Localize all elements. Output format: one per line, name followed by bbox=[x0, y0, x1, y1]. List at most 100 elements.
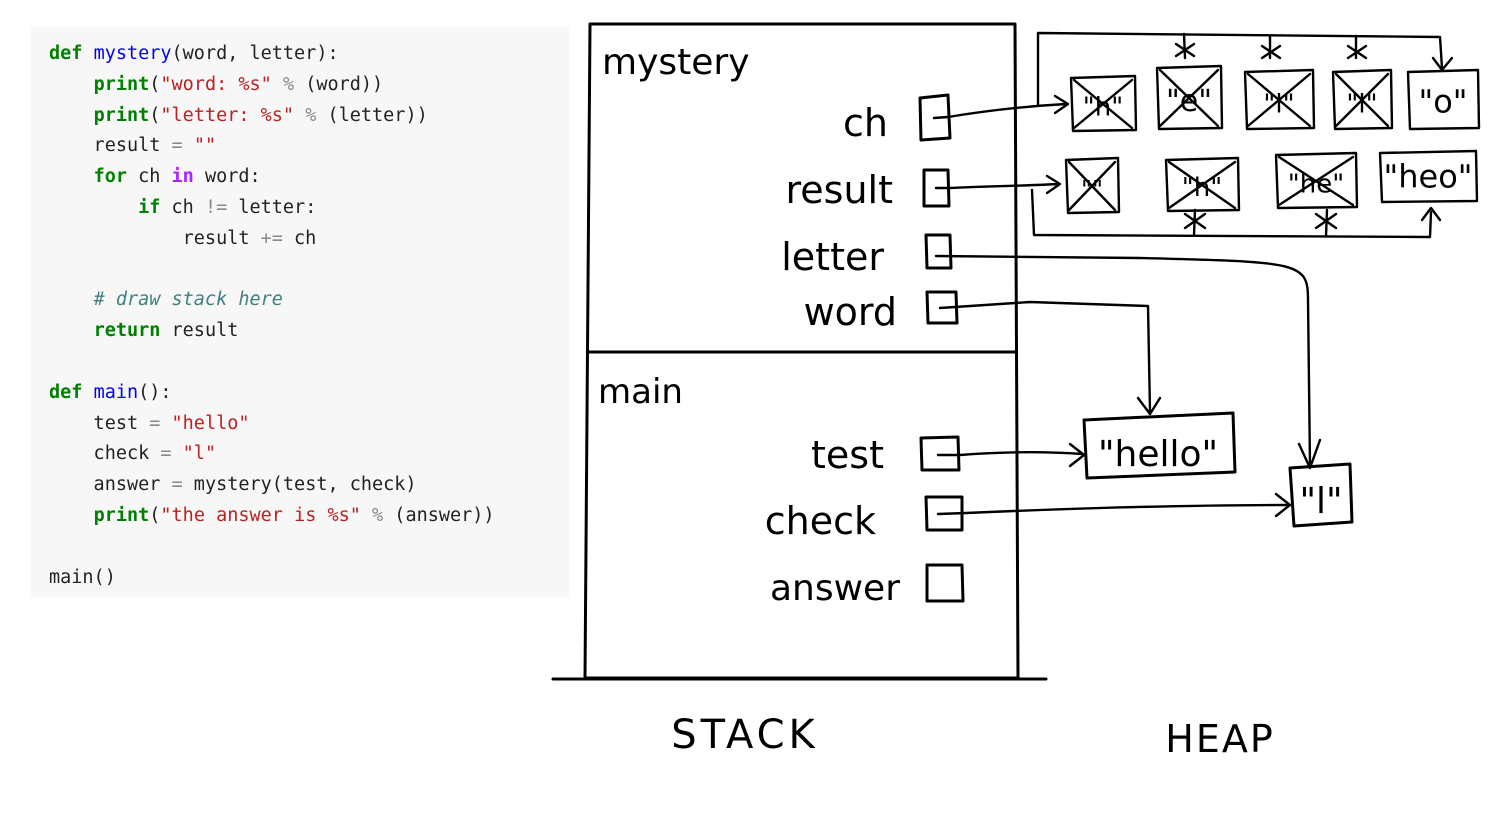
var-box-ch bbox=[918, 93, 952, 142]
result-heap-string-box bbox=[1164, 156, 1241, 213]
code-line: main() bbox=[49, 563, 116, 593]
code-token: word: bbox=[193, 166, 261, 188]
code-token: # draw stack here bbox=[93, 289, 283, 311]
result-heap-string-box bbox=[1064, 156, 1121, 215]
arrow-word bbox=[938, 300, 1152, 414]
var-box-letter bbox=[924, 233, 953, 270]
result-heap-string-value: "h" bbox=[1182, 173, 1222, 203]
heap-value-l: "l" bbox=[1299, 481, 1342, 522]
ch-value-row: "h""e""l""l""o" bbox=[1069, 64, 1481, 133]
code-line: print("word: %s" % (word)) bbox=[49, 70, 384, 100]
code-token: test bbox=[49, 412, 150, 434]
arrow-test bbox=[936, 450, 1084, 457]
ch-history-bracket bbox=[1036, 31, 1444, 106]
result-heap-string-cross-mark bbox=[1167, 160, 1237, 210]
var-box-test bbox=[919, 435, 961, 472]
arrowhead-result-heo bbox=[1420, 206, 1442, 222]
code-token: += bbox=[260, 227, 283, 249]
ch-heap-string-cross-mark bbox=[1246, 72, 1312, 128]
code-token: (word, letter): bbox=[171, 43, 339, 64]
heap-caption: HEAP bbox=[1165, 717, 1275, 761]
code-line: result += ch bbox=[49, 224, 317, 254]
arrowhead-letter bbox=[1297, 438, 1322, 470]
code-token: answer bbox=[49, 474, 172, 496]
code-token: (letter)) bbox=[316, 104, 428, 126]
ch-heap-string-box bbox=[1406, 68, 1481, 131]
result-heap-string-cross-mark bbox=[1067, 160, 1117, 212]
arrowhead-word bbox=[1136, 396, 1162, 416]
code-line: print("the answer is %s" % (answer)) bbox=[49, 501, 495, 531]
stack-frames: mystery main ch result letter word test … bbox=[551, 22, 1048, 681]
code-token: main bbox=[93, 381, 139, 403]
code-token: "the answer is %s" bbox=[160, 505, 361, 526]
var-box-result bbox=[922, 168, 951, 208]
var-label-check: check bbox=[765, 499, 876, 543]
var-label-answer: answer bbox=[770, 568, 900, 609]
heap-box-l bbox=[1288, 462, 1354, 528]
arrow-result bbox=[934, 182, 1060, 190]
var-label-ch: ch bbox=[843, 101, 888, 145]
result-history-crosses bbox=[1183, 212, 1338, 230]
code-token: print bbox=[93, 505, 150, 526]
code-token: "l" bbox=[182, 443, 217, 465]
arrowhead-check bbox=[1274, 492, 1292, 518]
ch-heap-string-cross-mark bbox=[1158, 68, 1220, 128]
result-heap-string-value: "" bbox=[1081, 175, 1103, 203]
code-token: ch bbox=[126, 166, 172, 188]
code-token: = bbox=[149, 412, 161, 434]
code-token: = bbox=[171, 474, 183, 496]
code-token: result bbox=[49, 227, 261, 249]
code-token: "letter: %s" bbox=[160, 104, 295, 126]
code-line: result = "" bbox=[49, 131, 217, 161]
ch-heap-string-value: "l" bbox=[1263, 89, 1294, 119]
heap-value-hello: "hello" bbox=[1098, 434, 1218, 475]
code-token: letter: bbox=[227, 197, 317, 218]
code-token: "word: %s" bbox=[160, 73, 272, 95]
code-token: for bbox=[93, 166, 127, 188]
pointers bbox=[932, 31, 1454, 518]
code-token: (answer)) bbox=[383, 505, 495, 526]
code-token: = bbox=[160, 443, 172, 465]
result-history-ticks bbox=[1192, 208, 1329, 238]
code-line: check = "l" bbox=[49, 439, 217, 469]
code-token: (): bbox=[138, 381, 172, 403]
var-label-test: test bbox=[811, 433, 884, 477]
frame-title-main: main bbox=[598, 372, 683, 412]
arrowhead-test bbox=[1068, 442, 1086, 468]
code-line: def main(): bbox=[49, 378, 172, 408]
code-token: ( bbox=[149, 505, 161, 526]
ch-heap-string-value: "h" bbox=[1083, 92, 1123, 122]
ch-heap-string-box bbox=[1331, 68, 1394, 131]
result-history-bracket bbox=[1030, 188, 1433, 239]
code-token: print bbox=[93, 104, 150, 126]
ch-heap-string-box bbox=[1243, 68, 1316, 131]
result-heap-string-box bbox=[1274, 151, 1359, 210]
result-value-row: """h""he""heo" bbox=[1064, 149, 1479, 215]
code-token: mystery(test, check) bbox=[182, 474, 417, 496]
code-token: ( bbox=[149, 104, 161, 126]
code-token: mystery bbox=[93, 43, 172, 64]
arrow-check bbox=[936, 503, 1290, 516]
var-box-answer bbox=[925, 563, 965, 603]
ch-history-ticks bbox=[1182, 32, 1358, 60]
ch-heap-string-box bbox=[1069, 74, 1138, 133]
ch-heap-string-value: "o" bbox=[1418, 82, 1467, 120]
arrowhead-ch bbox=[1053, 94, 1070, 115]
code-token: ch bbox=[160, 197, 205, 218]
code-token: def bbox=[49, 43, 83, 64]
code-token: % bbox=[282, 73, 295, 95]
code-line: test = "hello" bbox=[49, 409, 250, 439]
var-box-word bbox=[925, 290, 959, 325]
code-token: (word)) bbox=[294, 73, 384, 95]
var-label-result: result bbox=[785, 168, 893, 212]
code-token: return bbox=[93, 320, 161, 342]
code-line: return result bbox=[49, 316, 239, 346]
code-line: def mystery(word, letter): bbox=[49, 39, 339, 69]
heap-objects: "hello" "l" "h""e""l""l""o" """h""he""he… bbox=[1064, 64, 1481, 528]
code-token: if bbox=[138, 197, 161, 218]
stack-caption: STACK bbox=[671, 712, 819, 758]
code-token: != bbox=[204, 197, 228, 218]
arrowhead-ch-o bbox=[1431, 56, 1454, 72]
code-line: # draw stack here bbox=[49, 285, 283, 315]
